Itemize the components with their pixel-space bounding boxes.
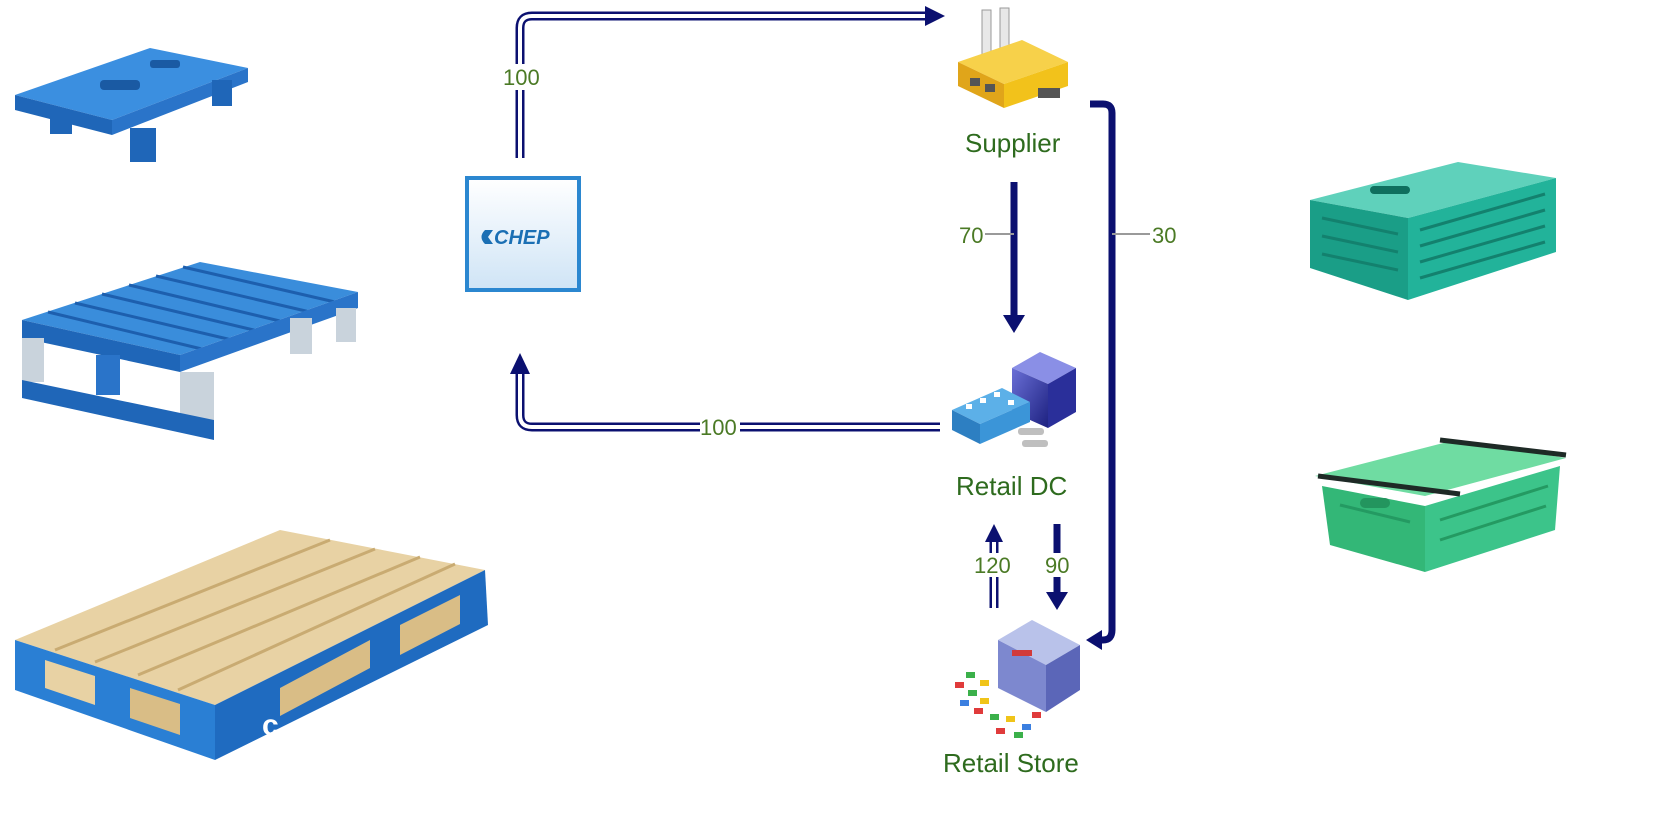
- retail-store-label: Retail Store: [943, 748, 1079, 778]
- supplier-label: Supplier: [965, 128, 1061, 158]
- chep-logo-text: CHEP: [494, 227, 550, 249]
- supplier-node: Supplier: [958, 7, 1068, 158]
- blue-wooden-pallet-icon: [22, 262, 358, 440]
- distribution-center-icon: [952, 352, 1076, 447]
- chep-node: CHEP: [465, 176, 581, 292]
- teal-crate-icon: [1310, 162, 1556, 300]
- green-crate-icon: [1315, 437, 1567, 572]
- flow-supplier-to-dc: 70: [959, 182, 1025, 333]
- retail-dc-label: Retail DC: [956, 471, 1067, 501]
- wooden-pallet-icon: c: [15, 530, 488, 760]
- flow-label-chep-to-supplier: 100: [503, 65, 540, 90]
- flow-supplier-to-store: 30: [1086, 100, 1176, 650]
- flow-label-dc-to-store: 90: [1045, 553, 1069, 578]
- flow-label-supplier-to-store: 30: [1152, 223, 1176, 248]
- svg-text:c: c: [262, 709, 279, 742]
- factory-icon: [958, 7, 1068, 108]
- flow-label-supplier-to-dc: 70: [959, 223, 983, 248]
- flow-store-to-dc: 120: [974, 524, 1016, 608]
- flow-chep-to-supplier: 100: [500, 6, 945, 158]
- retail-store-node: Retail Store: [943, 620, 1080, 778]
- plastic-pallet-icon: [15, 48, 248, 162]
- flow-label-dc-to-chep: 100: [700, 415, 737, 440]
- retail-store-icon: [955, 620, 1080, 738]
- flow-dc-to-chep: 100: [510, 353, 940, 440]
- flow-dc-to-store: 90: [1044, 524, 1072, 610]
- retail-dc-node: Retail DC: [952, 352, 1076, 501]
- flow-label-store-to-dc: 120: [974, 553, 1011, 578]
